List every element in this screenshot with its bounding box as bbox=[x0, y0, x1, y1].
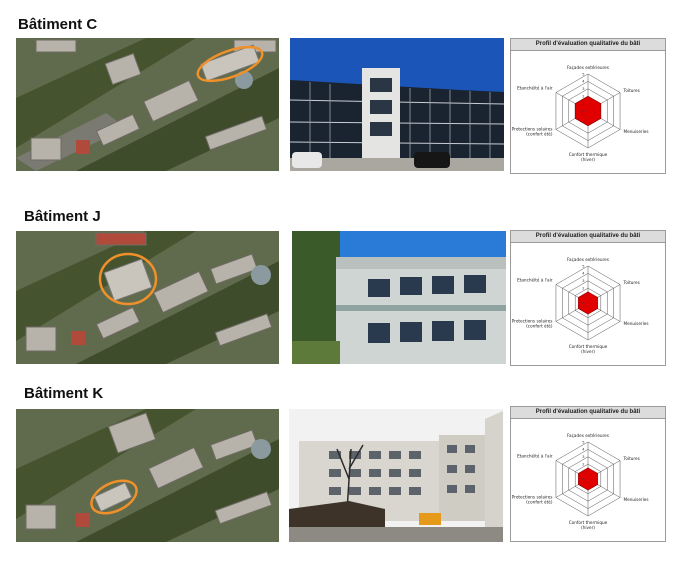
tick-label: 0 bbox=[582, 109, 585, 113]
tick-label: 3 bbox=[582, 455, 584, 459]
tick-label: 4 bbox=[582, 272, 585, 276]
tick-label: 2 bbox=[582, 287, 584, 291]
data-area bbox=[574, 95, 602, 127]
tick-label: 2 bbox=[582, 463, 584, 467]
tick-label: 1 bbox=[582, 294, 584, 298]
tick-label: 2 bbox=[582, 95, 584, 99]
axis-label: Menuiseries bbox=[624, 129, 649, 134]
axis-label: Toitures bbox=[623, 280, 640, 285]
axis-label: Etanchéité à l'air bbox=[517, 454, 553, 459]
radar-chart-title: Profil d'évaluation qualitative du bâti bbox=[511, 231, 665, 243]
axis-label: Toitures bbox=[623, 88, 640, 93]
axis-label: Etanchéité à l'air bbox=[517, 86, 553, 91]
axis-label: Protections solaires(confort été) bbox=[512, 495, 553, 505]
tick-label: 4 bbox=[582, 448, 585, 452]
aerial-photo bbox=[16, 409, 279, 542]
tick-label: 0 bbox=[582, 301, 585, 305]
axis-label: Protections solaires(confort été) bbox=[512, 127, 553, 137]
axis-label: Menuiseries bbox=[624, 321, 649, 326]
tick-label: 3 bbox=[582, 87, 584, 91]
axis-label: Façades extérieures bbox=[567, 65, 609, 70]
aerial-photo bbox=[16, 231, 279, 364]
tick-label: 5 bbox=[582, 72, 584, 76]
axis-label: Etanchéité à l'air bbox=[517, 278, 553, 283]
section-title: Bâtiment J bbox=[24, 208, 101, 225]
tick-label: 1 bbox=[582, 102, 584, 106]
axis-label: Façades extérieures bbox=[567, 257, 609, 262]
section-title: Bâtiment K bbox=[24, 385, 104, 402]
axis-label: Confort thermique(hiver) bbox=[569, 152, 608, 162]
building-photo bbox=[289, 409, 503, 542]
axis-label: Façades extérieures bbox=[567, 433, 609, 438]
radar-chart-title: Profil d'évaluation qualitative du bâti bbox=[511, 39, 665, 51]
axis-label: Toitures bbox=[623, 456, 640, 461]
data-area bbox=[578, 467, 598, 491]
tick-label: 4 bbox=[582, 80, 585, 84]
building-photo bbox=[290, 38, 504, 171]
section-title: Bâtiment C bbox=[18, 16, 98, 33]
radar-chart: Profil d'évaluation qualitative du bâti … bbox=[510, 406, 666, 542]
axis-label: Confort thermique(hiver) bbox=[569, 520, 608, 530]
tick-label: 5 bbox=[582, 264, 584, 268]
radar-chart-title: Profil d'évaluation qualitative du bâti bbox=[511, 407, 665, 419]
tick-label: 3 bbox=[582, 279, 584, 283]
aerial-photo bbox=[16, 38, 279, 171]
building-photo bbox=[292, 231, 506, 364]
tick-label: 1 bbox=[582, 470, 584, 474]
radar-chart: Profil d'évaluation qualitative du bâti … bbox=[510, 230, 666, 366]
tick-label: 0 bbox=[582, 477, 585, 481]
axis-label: Confort thermique(hiver) bbox=[569, 344, 608, 354]
axis-label: Protections solaires(confort été) bbox=[512, 319, 553, 329]
axis-label: Menuiseries bbox=[624, 497, 649, 502]
data-area bbox=[578, 291, 598, 315]
radar-chart: Profil d'évaluation qualitative du bâti … bbox=[510, 38, 666, 174]
tick-label: 5 bbox=[582, 440, 584, 444]
